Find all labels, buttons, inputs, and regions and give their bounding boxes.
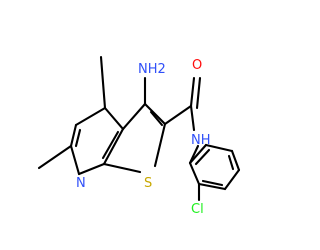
atom-labels: NH2 O NH N S Cl (76, 58, 211, 217)
bond-ph-4 (230, 149, 241, 172)
amide-nitrogen-label: NH (191, 133, 211, 148)
bond-ph-inner-2 (227, 154, 235, 171)
bond-inner-c3a-c7a (101, 130, 120, 160)
bond-co-2 (195, 76, 202, 110)
bond-inner-c2-c3 (149, 110, 164, 127)
bond-ph-2 (197, 182, 227, 191)
bond-c3-c2 (143, 102, 167, 126)
chlorine-label: Cl (191, 202, 204, 217)
bond-c2-s (153, 122, 167, 168)
bond-c3a-c3 (121, 102, 147, 131)
bonds (37, 55, 241, 202)
bond-c7a-n (77, 162, 106, 176)
bond-c5-c4 (74, 106, 107, 127)
structure-svg: NH2 O NH N S Cl (37, 55, 241, 217)
bond-c3a-c7a (102, 127, 125, 166)
bond-ph-1 (188, 161, 201, 186)
bond-c6-methyl (37, 144, 73, 170)
molecule-diagram: NH2 O NH N S Cl (37, 55, 241, 217)
thiophene-sulfur-label: S (144, 176, 152, 191)
bond-c4-c3a (103, 106, 125, 131)
bond-s-c7a (102, 162, 142, 174)
bond-ph-5 (204, 143, 234, 153)
bond-c2-carbonyl (163, 104, 193, 126)
bond-ph-inner-1 (201, 179, 224, 187)
bond-ph-6 (188, 143, 208, 165)
bond-ph-3 (223, 168, 241, 191)
bond-ph-inner-3 (194, 148, 211, 166)
bond-co-1 (189, 76, 196, 108)
bond-c4-methyl (99, 55, 107, 110)
carbonyl-oxygen-label: O (192, 58, 202, 73)
bond-carbonyl-nh (189, 104, 196, 132)
amine-label: NH2 (138, 62, 166, 77)
bond-c6-c5 (69, 123, 78, 148)
bond-inner-c5-c6 (74, 128, 82, 148)
pyridine-nitrogen-label: N (76, 176, 86, 191)
bond-n-c6 (69, 144, 81, 176)
